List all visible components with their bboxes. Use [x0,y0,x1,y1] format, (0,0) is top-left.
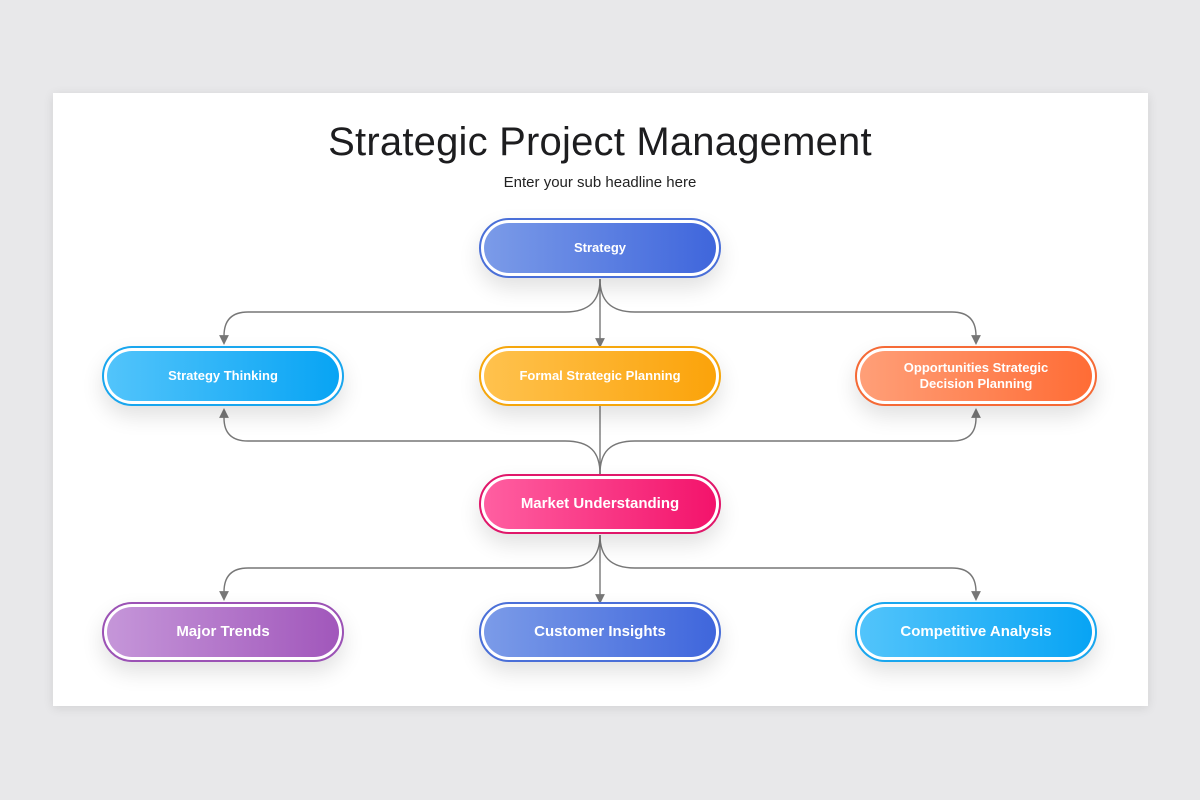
node-market-understanding-label: Market Understanding [484,479,716,529]
node-strategy-label: Strategy [484,223,716,273]
node-formal-strategic-planning-label: Formal Strategic Planning [484,351,716,401]
node-customer-insights: Customer Insights [479,602,721,662]
connector-market-to-analysis [599,534,981,601]
node-formal-strategic-planning: Formal Strategic Planning [479,346,721,406]
connector-strategy-to-thinking [219,278,601,345]
node-customer-insights-label: Customer Insights [484,607,716,657]
page-title: Strategic Project Management [328,120,872,164]
connector-market-to-opportunities [599,408,981,475]
node-competitive-analysis: Competitive Analysis [855,602,1097,662]
node-strategy-thinking-label: Strategy Thinking [107,351,339,401]
node-strategy: Strategy [479,218,721,278]
node-major-trends-label: Major Trends [107,607,339,657]
node-major-trends: Major Trends [102,602,344,662]
node-competitive-analysis-label: Competitive Analysis [860,607,1092,657]
node-opportunities-strategic-decision-planning: Opportunities Strategic Decision Plannin… [855,346,1097,406]
node-market-understanding: Market Understanding [479,474,721,534]
node-strategy-thinking: Strategy Thinking [102,346,344,406]
connector-market-to-thinking [219,408,601,475]
page-subtitle: Enter your sub headline here [503,174,697,191]
connector-market-to-trends [219,534,601,601]
node-opportunities-label: Opportunities Strategic Decision Plannin… [860,351,1092,401]
connector-strategy-to-opportunities [599,278,981,345]
